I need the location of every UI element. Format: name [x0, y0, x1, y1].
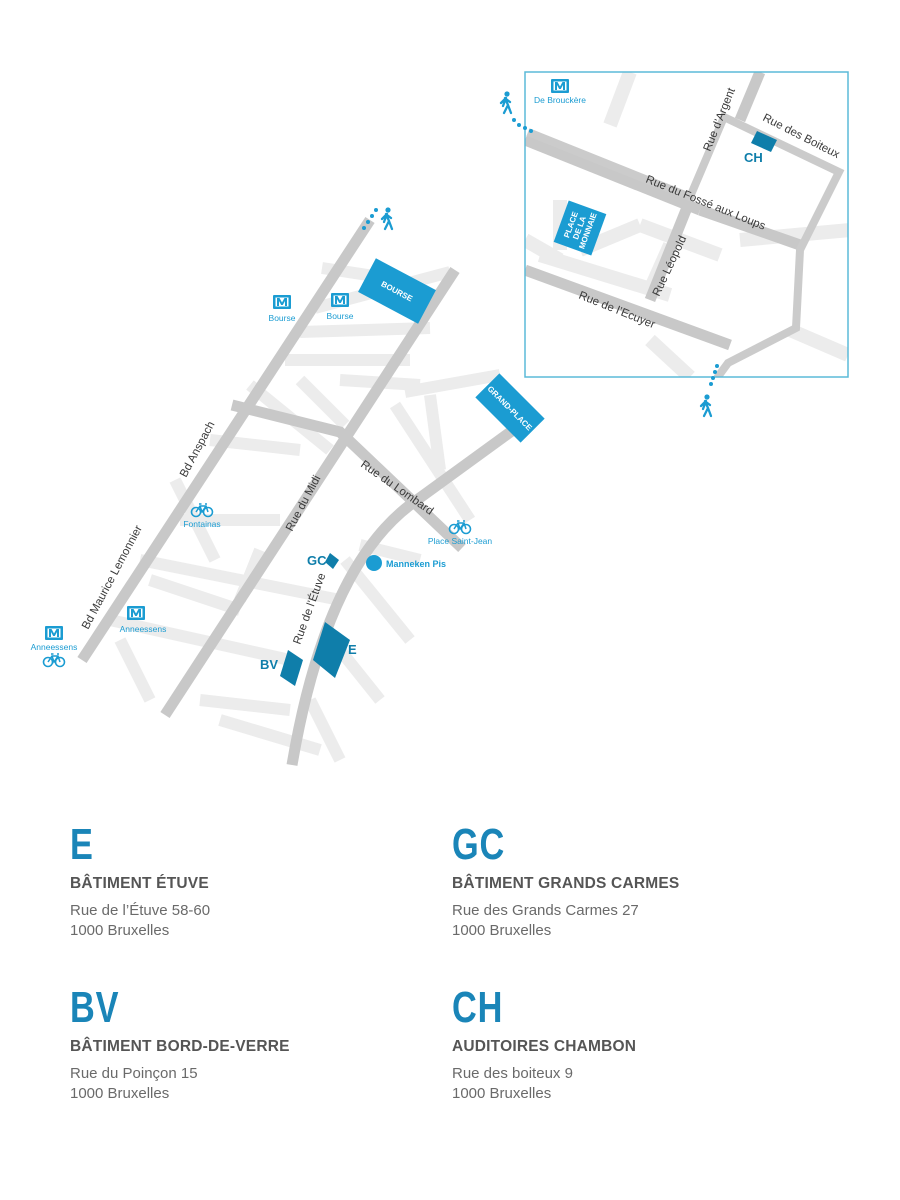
poi-anneessens-1: Anneessens	[31, 642, 78, 652]
map-code-bv: BV	[260, 657, 278, 672]
address-line-1: Rue de l’Étuve 58-60	[70, 902, 211, 919]
metro-icon: M	[551, 79, 569, 93]
metro-icon: M	[331, 293, 349, 307]
poi-fontainas: Fontainas	[183, 519, 220, 529]
poi-bourse-2: Bourse	[327, 311, 354, 321]
walking-icon	[380, 206, 394, 231]
address-line-2: 1000 Bruxelles	[70, 1085, 170, 1102]
legend-e: E BÂTIMENT ÉTUVE Rue de l’Étuve 58-60 10…	[70, 823, 210, 941]
metro-icon: M	[45, 626, 63, 640]
poi-anneessens-2: Anneessens	[120, 624, 167, 634]
street-rue-fosse-aux-loups: Rue du Fossé aux Loups	[644, 174, 767, 233]
address-line-2: 1000 Bruxelles	[452, 922, 552, 939]
legend-ch: CH AUDITOIRES CHAMBON Rue des boiteux 9 …	[452, 986, 636, 1104]
address-line-1: Rue des Grands Carmes 27	[452, 902, 639, 919]
legend-code: CH	[452, 983, 504, 1032]
building-gc[interactable]	[325, 553, 339, 569]
campus-map: BOURSE GRAND-PLACE GC E BV Bd Anspach Bd…	[31, 71, 849, 766]
legend-title: BÂTIMENT BORD-DE-VERRE	[70, 1038, 290, 1055]
legend-code: BV	[70, 983, 120, 1032]
building-bv[interactable]	[280, 650, 303, 686]
address-line-2: 1000 Bruxelles	[452, 1085, 552, 1102]
legend-address: Rue de l’Étuve 58-60 1000 Bruxelles	[70, 901, 210, 941]
walking-icon	[699, 393, 713, 418]
metro-icon: M	[127, 606, 145, 620]
poi-bourse-1: Bourse	[269, 313, 296, 323]
walking-path-dots-inset-top	[512, 118, 533, 133]
legend-address: Rue des Grands Carmes 27 1000 Bruxelles	[452, 901, 679, 941]
inset-border	[524, 71, 849, 378]
legend-code: GC	[452, 820, 506, 869]
legend-bv: BV BÂTIMENT BORD-DE-VERRE Rue du Poinçon…	[70, 986, 290, 1104]
poi-de-brouckere: De Brouckère	[534, 95, 586, 105]
inset-map: PLACE DE LA MONNAIE CH Rue d’Argent Rue …	[524, 71, 849, 378]
map-code-gc: GC	[307, 553, 327, 568]
walking-path-dots-inset-bottom	[709, 364, 719, 386]
map-code-ch: CH	[744, 150, 763, 165]
address-line-2: 1000 Bruxelles	[70, 922, 170, 939]
address-line-1: Rue du Poinçon 15	[70, 1065, 198, 1082]
building-ch[interactable]	[751, 131, 777, 152]
legend-address: Rue des boiteux 9 1000 Bruxelles	[452, 1064, 636, 1104]
legend-title: AUDITOIRES CHAMBON	[452, 1038, 637, 1055]
legend-code: E	[70, 820, 94, 869]
place-monnaie-block: PLACE DE LA MONNAIE	[553, 200, 607, 256]
manneken-pis-dot-icon	[366, 555, 382, 571]
bike-icon	[42, 653, 66, 668]
address-line-1: Rue des boiteux 9	[452, 1065, 573, 1082]
legend-title: BÂTIMENT GRANDS CARMES	[452, 875, 680, 892]
poi-manneken-pis: Manneken Pis	[386, 559, 446, 569]
main-map-roads	[77, 216, 524, 766]
legend-address: Rue du Poinçon 15 1000 Bruxelles	[70, 1064, 290, 1104]
walking-path-dots	[362, 208, 378, 230]
poi-place-saint-jean: Place Saint-Jean	[428, 536, 493, 546]
walking-icon	[499, 90, 513, 115]
street-rue-du-midi: Rue du Midi	[284, 474, 323, 534]
legend-title: BÂTIMENT ÉTUVE	[70, 875, 209, 892]
grand-place-block: GRAND-PLACE	[475, 373, 545, 443]
legend-gc: GC BÂTIMENT GRANDS CARMES Rue des Grands…	[452, 823, 679, 941]
map-code-e: E	[348, 642, 357, 657]
metro-icon: M	[273, 295, 291, 309]
building-e[interactable]	[313, 622, 350, 678]
bourse-block: BOURSE	[358, 258, 436, 324]
